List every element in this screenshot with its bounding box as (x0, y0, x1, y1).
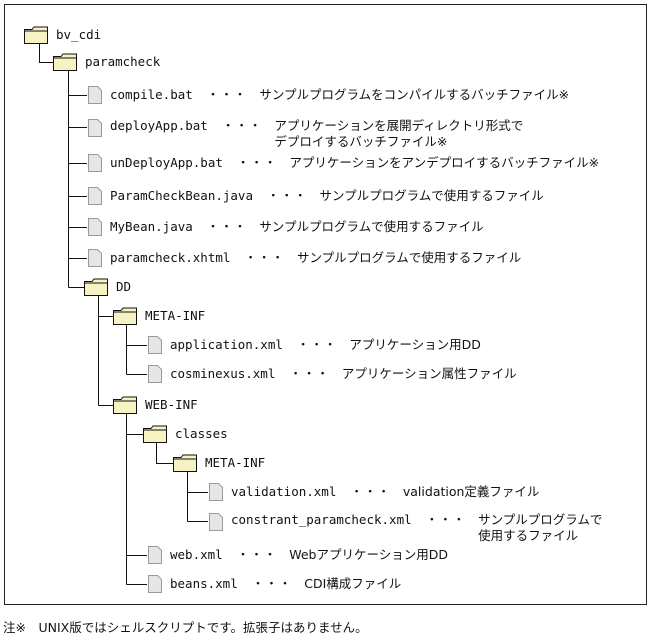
separator-dots: ・・・ (244, 250, 285, 265)
file-icon (148, 575, 162, 593)
file-name: beans.xml (170, 576, 238, 591)
folder-name: META-INF (145, 308, 206, 323)
folder-name: DD (116, 279, 132, 294)
file-description-line-1: アプリケーションを展開ディレクトリ形式で (274, 118, 524, 133)
tree-node-meta-inf-folder: META-INF (113, 305, 205, 327)
file-icon (88, 218, 102, 236)
tree-node-file: cosminexus.xml ・・・ アプリケーション属性ファイル (148, 363, 517, 385)
file-icon (88, 154, 102, 172)
file-description: Webアプリケーション用DD (289, 547, 448, 562)
folder-icon (113, 396, 137, 414)
folder-name: classes (175, 426, 228, 441)
file-name: deployApp.bat (110, 118, 208, 133)
file-icon (88, 86, 102, 104)
file-description-line-1: サンプルプログラムで (478, 512, 603, 527)
folder-icon (53, 53, 77, 71)
folder-name: WEB-INF (145, 397, 198, 412)
tree-node-file: validation.xml ・・・ validation定義ファイル (209, 481, 539, 503)
tree-node-file: MyBean.java ・・・ サンプルプログラムで使用するファイル (88, 216, 484, 238)
tree-node-file: paramcheck.xhtml ・・・ サンプルプログラムで使用するファイル (88, 247, 521, 269)
file-description: サンプルプログラムで使用するファイル (259, 219, 484, 234)
folder-icon (173, 454, 197, 472)
tree-node-file: web.xml ・・・ Webアプリケーション用DD (148, 544, 448, 566)
separator-dots: ・・・ (206, 87, 248, 102)
file-description: アプリケーション属性ファイル (341, 366, 517, 381)
file-description: サンプルプログラムで使用するファイル (296, 250, 522, 265)
tree-node-file: deployApp.bat ・・・ アプリケーションを展開ディレクトリ形式で デ… (88, 117, 523, 151)
file-name: MyBean.java (110, 219, 193, 234)
separator-dots: ・・・ (350, 484, 391, 499)
tree-node-classes-folder: classes (143, 423, 228, 445)
footnote: 注※ UNIX版ではシェルスクリプトです。拡張子はありません。 (3, 620, 368, 635)
tree-node-classes-meta-inf-folder: META-INF (173, 452, 265, 474)
separator-dots: ・・・ (267, 188, 308, 203)
tree-node-file: compile.bat ・・・ サンプルプログラムをコンパイルするバッチファイル… (88, 84, 569, 106)
file-icon (148, 336, 162, 354)
diagram-frame (4, 4, 647, 605)
folder-name: META-INF (205, 455, 266, 470)
file-name: unDeployApp.bat (110, 155, 223, 170)
file-name: cosminexus.xml (170, 366, 276, 381)
file-description: アプリケーション用DD (349, 337, 481, 352)
tree-node-file: beans.xml ・・・ CDI構成ファイル (148, 573, 401, 595)
file-name: compile.bat (110, 87, 193, 102)
file-description-line-2: デプロイするバッチファイル※ (274, 134, 448, 149)
file-icon (88, 119, 102, 137)
separator-dots: ・・・ (251, 576, 293, 591)
folder-name: bv_cdi (56, 27, 102, 42)
folder-icon (84, 278, 108, 296)
file-icon (209, 513, 223, 531)
file-description: アプリケーションを展開ディレクトリ形式で デプロイするバッチファイル※ (274, 117, 523, 150)
separator-dots: ・・・ (221, 118, 263, 133)
tree-node-paramcheck-folder: paramcheck (53, 51, 160, 73)
file-name: web.xml (170, 547, 223, 562)
file-description: validation定義ファイル (402, 484, 540, 499)
tree-node-dd-folder: DD (84, 276, 131, 298)
separator-dots: ・・・ (236, 155, 278, 170)
tree-node-root-folder: bv_cdi (24, 24, 101, 46)
file-icon (209, 483, 223, 501)
separator-dots: ・・・ (425, 512, 467, 527)
separator-dots: ・・・ (206, 219, 248, 234)
folder-icon (24, 26, 48, 44)
file-description: サンプルプログラムで 使用するファイル (478, 511, 602, 544)
folder-name: paramcheck (85, 54, 161, 69)
folder-icon (113, 307, 137, 325)
file-name: ParamCheckBean.java (110, 188, 253, 203)
file-description: サンプルプログラムで使用するファイル (319, 188, 544, 203)
separator-dots: ・・・ (236, 547, 278, 562)
tree-node-file: constrant_paramcheck.xml ・・・ サンプルプログラムで … (209, 511, 602, 545)
tree-node-web-inf-folder: WEB-INF (113, 394, 198, 416)
tree-node-file: unDeployApp.bat ・・・ アプリケーションをアンデプロイするバッチ… (88, 152, 599, 174)
file-description: サンプルプログラムをコンパイルするバッチファイル※ (259, 87, 570, 102)
file-description-line-2: 使用するファイル (478, 528, 579, 543)
folder-icon (143, 425, 167, 443)
file-name: validation.xml (231, 484, 337, 499)
separator-dots: ・・・ (289, 366, 330, 381)
file-name: constrant_paramcheck.xml (231, 512, 412, 527)
file-description: CDI構成ファイル (304, 576, 402, 591)
file-icon (88, 249, 102, 267)
file-name: application.xml (170, 337, 283, 352)
file-icon (88, 187, 102, 205)
file-description: アプリケーションをアンデプロイするバッチファイル※ (289, 155, 600, 170)
file-icon (148, 546, 162, 564)
tree-node-file: application.xml ・・・ アプリケーション用DD (148, 334, 481, 356)
tree-node-file: ParamCheckBean.java ・・・ サンプルプログラムで使用するファ… (88, 185, 544, 207)
file-icon (148, 365, 162, 383)
separator-dots: ・・・ (296, 337, 338, 352)
file-name: paramcheck.xhtml (110, 250, 231, 265)
